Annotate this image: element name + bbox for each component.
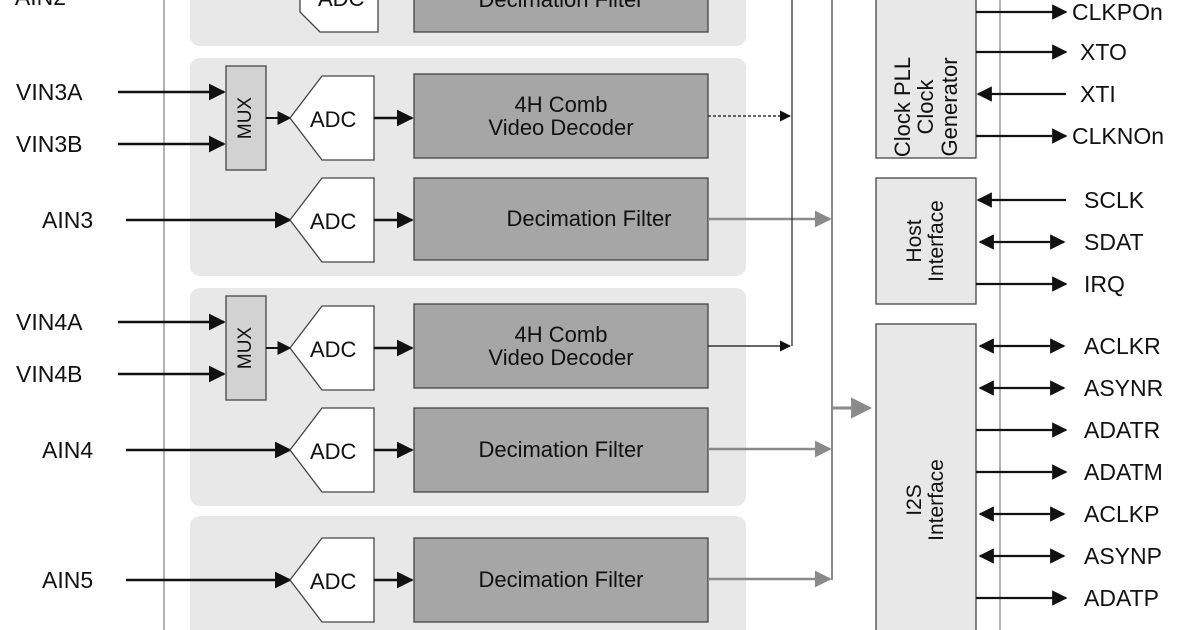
ch3-decoder-line1: 4H Comb <box>514 91 608 117</box>
sdat-label: SDAT <box>1084 229 1144 255</box>
asynr-label: ASYNR <box>1084 375 1164 401</box>
ain5-label: AIN5 <box>42 567 94 593</box>
aclkr-label: ACLKR <box>1084 333 1161 359</box>
ch3-video-adc-label: ADC <box>310 107 357 132</box>
asynp-label: ASYNP <box>1084 543 1162 569</box>
vin3b-label: VIN3B <box>16 131 83 157</box>
ch5-filter-label: Decimation Filter <box>478 567 644 593</box>
sclk-label: SCLK <box>1084 187 1145 213</box>
clock-label-line3: Generator <box>936 57 962 157</box>
ch2-decimation-filter-box <box>413 0 709 33</box>
ch5-audio-adc-label: ADC <box>310 569 357 594</box>
clock-label-line2: Clock <box>913 79 939 135</box>
adatm-label: ADATM <box>1084 459 1163 485</box>
vin4b-label: VIN4B <box>16 361 83 387</box>
ch2-filter-label: Decimation Filter <box>414 0 708 12</box>
xto-label: XTO <box>1080 39 1127 65</box>
ain3-label: AIN3 <box>42 207 94 233</box>
ch3-filter-label: Decimation Filter <box>506 206 672 232</box>
ch4-decoder-line1: 4H Comb <box>514 321 608 347</box>
vin4a-label: VIN4A <box>16 309 83 335</box>
ch3-mux-box <box>225 65 267 171</box>
i2s-label-line1: I2S <box>902 484 926 516</box>
ain4-label: AIN4 <box>42 437 94 463</box>
ch4-decoder-line2: Video Decoder <box>488 345 634 370</box>
ch3-decoder-line2: Video Decoder <box>488 115 634 140</box>
irq-label: IRQ <box>1084 271 1125 297</box>
ch3-decimation-filter-box <box>413 177 709 261</box>
i2s-label-line2: Interface <box>925 459 948 541</box>
clock-label-line1: Clock PLL <box>890 56 916 158</box>
ch4-audio-adc-label: ADC <box>310 439 357 464</box>
ch3-audio-adc-label: ADC <box>310 209 357 234</box>
ain2-label: AIN2 <box>0 0 66 9</box>
ch4-filter-label: Decimation Filter <box>478 437 644 463</box>
ch3-mux-label: MUX <box>235 96 256 140</box>
ch2-adc-label: ADC <box>318 0 364 12</box>
ch4-mux-box <box>225 295 267 401</box>
aclkp-label: ACLKP <box>1084 501 1160 527</box>
clknon-label: CLKNOn <box>1072 123 1165 149</box>
host-label-line1: Host <box>902 219 926 263</box>
vin3a-label: VIN3A <box>16 79 83 105</box>
host-interface-block <box>875 177 977 305</box>
adatr-label: ADATR <box>1084 417 1161 443</box>
clock-pll-block <box>875 0 977 159</box>
xti-label: XTI <box>1080 81 1116 107</box>
ch4-video-adc-label: ADC <box>310 337 357 362</box>
ch4-decimation-filter-box <box>413 407 709 493</box>
i2s-interface-block <box>875 323 977 630</box>
adatp-label: ADATP <box>1084 585 1159 611</box>
host-label-line2: Interface <box>925 200 948 282</box>
clkpon-label: CLKPOn <box>1072 0 1163 25</box>
ch4-video-decoder-box <box>413 303 709 389</box>
ch2-adc-shape <box>299 0 379 33</box>
ch4-mux-label: MUX <box>235 326 256 370</box>
